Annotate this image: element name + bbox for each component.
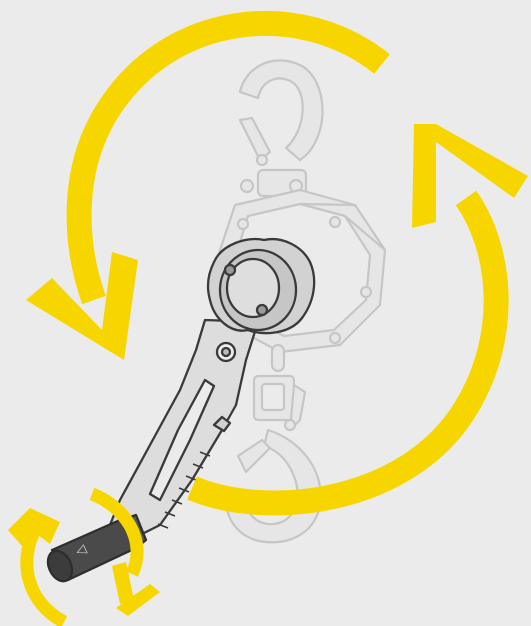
- bottom-hook-latch: [238, 440, 270, 472]
- knob-screw-top: [225, 265, 235, 275]
- knob-screw-bottom: [257, 305, 267, 315]
- bottom-hook: [226, 430, 320, 542]
- load-chain: [272, 345, 284, 371]
- free-chain-knob: [208, 239, 314, 333]
- top-hook-latch: [240, 118, 270, 160]
